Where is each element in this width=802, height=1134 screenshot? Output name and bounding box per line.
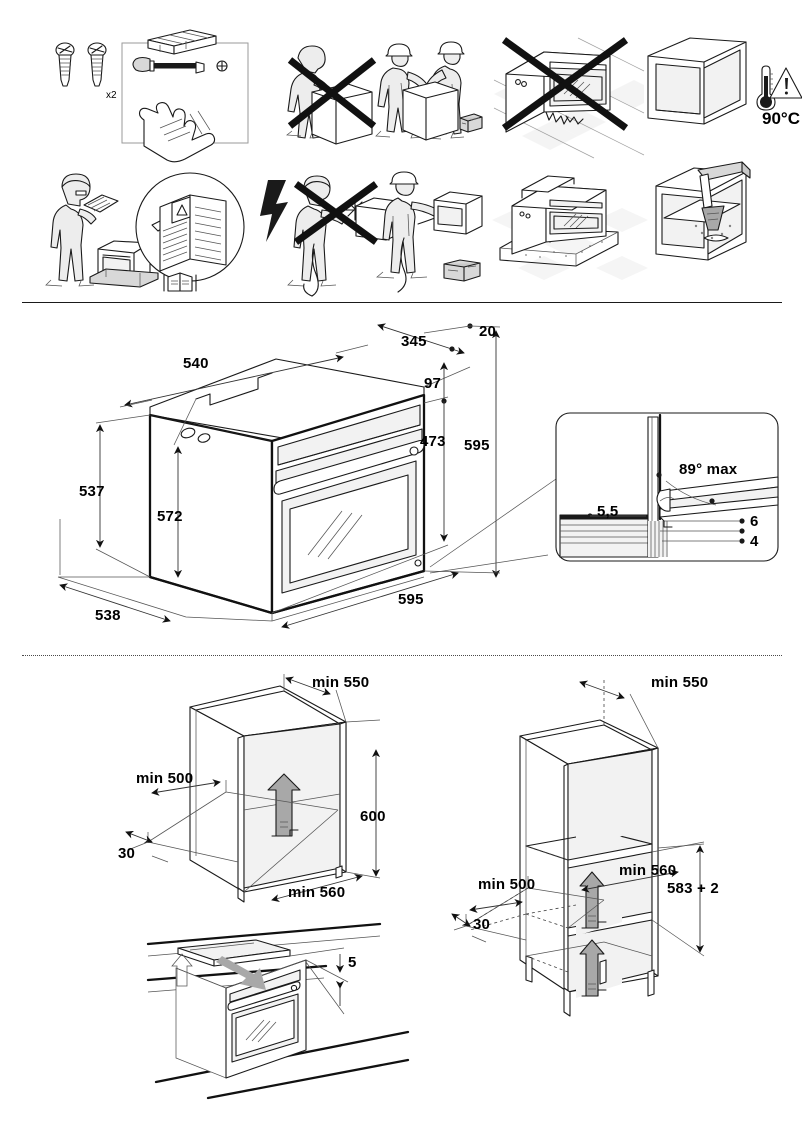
clean-cabinet-icon xyxy=(655,161,751,261)
dim-control-height: 97 xyxy=(424,375,442,392)
two-person-lift-correct xyxy=(375,41,483,141)
tc-dim-height: 583 + 2 xyxy=(667,880,719,897)
screw-left xyxy=(55,42,75,87)
safety-gloves-icon xyxy=(138,102,216,163)
divider-bottom xyxy=(22,655,782,656)
under-counter-cabinet-drawing xyxy=(125,674,381,903)
manual-booklet-icon xyxy=(163,272,197,292)
forbidden-cross-oven-floor xyxy=(501,37,629,131)
product-dimensions-section: 540 345 20 97 473 595 537 572 538 595 89… xyxy=(0,305,802,653)
panel-oven-on-floor-forbidden xyxy=(493,28,645,159)
uc-dim-height: 600 xyxy=(360,808,386,825)
uc-dim-rear-vent: min 500 xyxy=(136,770,194,787)
dim-plinth-gap: 5,5 xyxy=(597,503,619,520)
cabinet-thermometer-icon: 90°C xyxy=(647,37,802,128)
uc-dim-front-gap: 30 xyxy=(118,845,136,862)
dim-depth-top: 540 xyxy=(183,355,209,372)
dim-total-front-height: 595 xyxy=(464,437,490,454)
oven-on-packaging-icon xyxy=(492,175,648,280)
hob-dim-gap: 5 xyxy=(348,954,357,971)
read-instructions-icon xyxy=(45,172,245,292)
dim-front-height: 572 xyxy=(157,508,183,525)
dim-side-depth: 538 xyxy=(95,607,121,624)
forbidden-cross-left xyxy=(287,57,377,129)
uc-dim-width: min 560 xyxy=(288,884,346,901)
oven-dimension-drawing xyxy=(57,323,779,629)
screwdriver-icon xyxy=(132,56,228,74)
screw-right xyxy=(87,42,107,87)
oven-on-floor-icon xyxy=(493,37,645,159)
tc-dim-width: min 560 xyxy=(619,862,677,879)
two-person-lift-icon xyxy=(286,41,483,145)
mounting-brackets-icon xyxy=(147,29,217,55)
dim-detail-upper: 6 xyxy=(750,513,759,530)
panel-tools-and-ppe: x2 xyxy=(40,28,260,163)
lightning-bolt-icon xyxy=(260,180,288,242)
panel-clean-cabinet xyxy=(650,160,790,290)
dim-detail-lower: 4 xyxy=(750,533,759,550)
screw-count-label: x2 xyxy=(106,90,117,101)
hob-clearance-drawing xyxy=(146,922,410,1100)
dim-door-depth: 345 xyxy=(401,333,427,350)
dim-width: 595 xyxy=(398,591,424,608)
dim-side-height: 537 xyxy=(79,483,105,500)
tall-column-cabinet-drawing xyxy=(451,678,705,1017)
dim-top-offset: 20 xyxy=(479,323,497,340)
panel-oven-on-packaging xyxy=(492,164,652,288)
panel-electrical-connection xyxy=(252,168,488,297)
thermometer-icon xyxy=(756,65,776,111)
warning-triangle-icon xyxy=(769,67,802,99)
screws-screwdriver-gloves-icon: x2 xyxy=(55,29,249,163)
temperature-label: 90°C xyxy=(762,109,800,128)
panel-two-person-lift xyxy=(262,30,483,158)
tc-dim-depth: min 550 xyxy=(651,674,709,691)
divider-top xyxy=(22,302,782,303)
forbidden-cross-electrical xyxy=(293,181,379,245)
tc-dim-rear-vent: min 500 xyxy=(478,876,536,893)
safety-pictogram-section: x2 xyxy=(0,0,802,297)
power-cable-icon xyxy=(260,171,483,297)
tc-dim-front-gap: 30 xyxy=(473,916,491,933)
panel-read-instructions xyxy=(40,165,272,293)
dim-door-angle: 89° max xyxy=(679,461,738,478)
door-hinge-detail-callout xyxy=(555,412,779,562)
person-connecting-cable-correct xyxy=(376,171,483,293)
cabinet-cutout-section: min 550 min 500 600 30 min 560 xyxy=(0,660,802,1134)
uc-dim-depth: min 550 xyxy=(312,674,370,691)
dim-cavity-front-height: 473 xyxy=(420,433,446,450)
panel-cabinet-heat-resistance: 90°C xyxy=(640,32,802,144)
